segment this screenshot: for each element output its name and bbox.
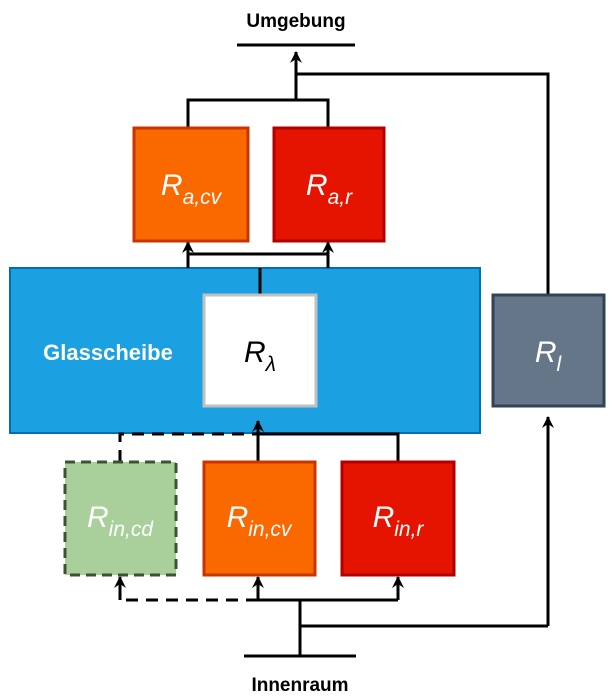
bottom-connectors <box>252 416 554 656</box>
ambient-label: Umgebung <box>246 11 345 32</box>
resistor-interior-conduction: Rin,cd <box>63 460 178 577</box>
resistor-interior-radiation: Rin,r <box>340 460 456 577</box>
svg-text:Rλ: Rλ <box>244 336 276 376</box>
interior-label: Innenraum <box>251 675 348 696</box>
conduction-dashed-connectors <box>114 432 258 602</box>
top-connectors <box>182 51 550 295</box>
resistor-ambient-radiation: Ra,r <box>272 126 386 243</box>
svg-text:Rin,cv: Rin,cv <box>227 501 293 541</box>
resistor-interior-convection: Rin,cv <box>202 460 317 577</box>
resistor-leakage: Rl <box>491 293 606 408</box>
svg-text:Rl: Rl <box>535 336 563 376</box>
svg-text:Ra,cv: Ra,cv <box>161 169 223 209</box>
svg-text:Ra,r: Ra,r <box>306 169 353 209</box>
svg-text:Rin,r: Rin,r <box>373 501 425 541</box>
resistor-glass-conduction: Rλ <box>202 293 318 408</box>
svg-text:Rin,cd: Rin,cd <box>87 501 154 541</box>
glass-pane-label: Glasscheibe <box>43 340 173 365</box>
resistor-ambient-convection: Ra,cv <box>132 126 250 243</box>
